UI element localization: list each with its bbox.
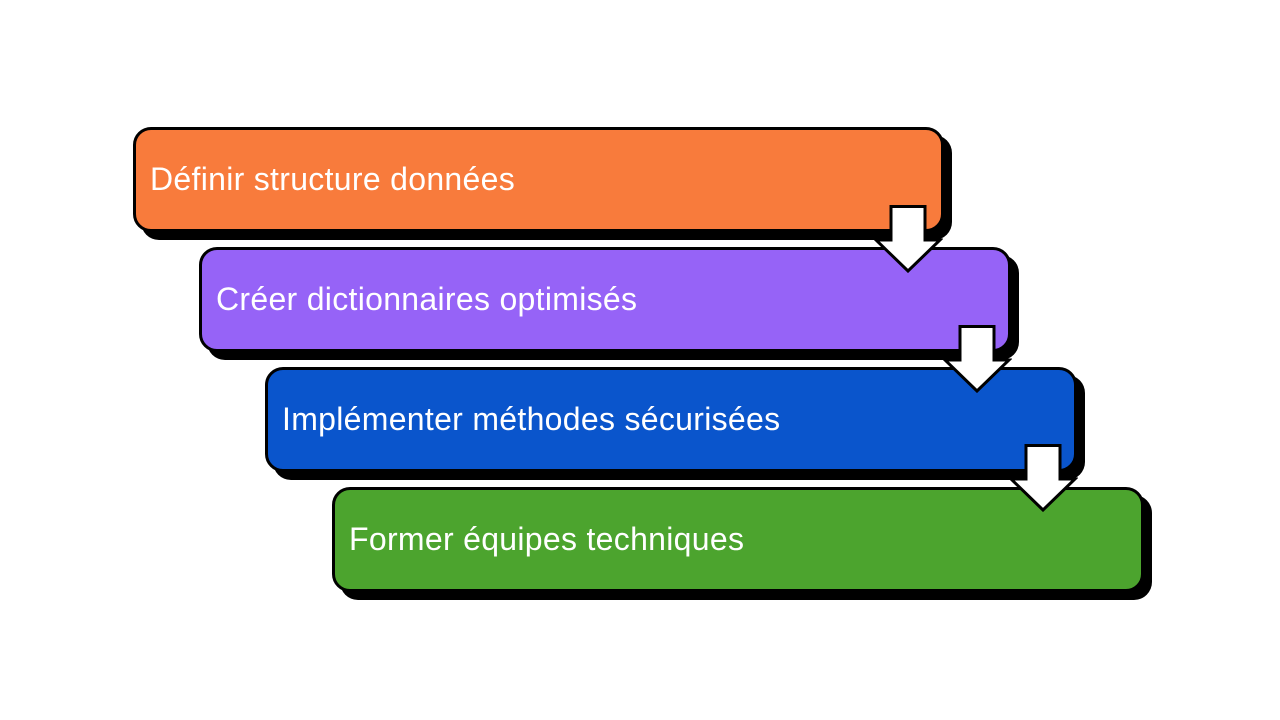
step-label-2: Créer dictionnaires optimisés bbox=[216, 281, 638, 317]
down-arrow-shape bbox=[873, 205, 943, 273]
step-box-1: Définir structure données bbox=[133, 127, 944, 232]
step-label-1: Définir structure données bbox=[150, 161, 516, 197]
step-box-3: Implémenter méthodes sécurisées bbox=[265, 367, 1077, 472]
step-box-2: Créer dictionnaires optimisés bbox=[199, 247, 1011, 352]
down-arrow-shape bbox=[1008, 444, 1078, 512]
step-box-4: Former équipes techniques bbox=[332, 487, 1144, 592]
down-arrow-icon bbox=[1008, 444, 1078, 512]
down-arrow-icon bbox=[942, 325, 1012, 393]
step-label-3: Implémenter méthodes sécurisées bbox=[282, 401, 781, 437]
down-arrow-shape bbox=[942, 325, 1012, 393]
down-arrow-icon bbox=[873, 205, 943, 273]
step-label-4: Former équipes techniques bbox=[349, 521, 745, 557]
